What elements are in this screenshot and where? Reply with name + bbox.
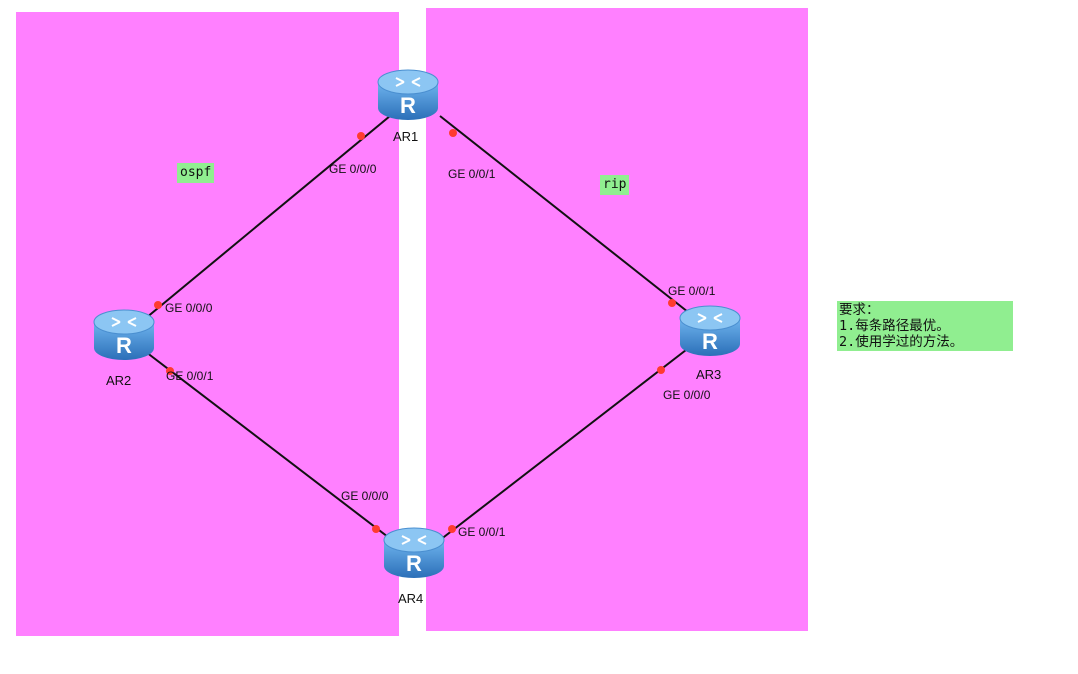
- port-dot-ar4-ge001: [448, 525, 456, 533]
- svg-text:R: R: [400, 93, 416, 118]
- link-ar2-ar4: [145, 351, 393, 541]
- port-dot-ar3-ge001: [668, 299, 676, 307]
- link-ar1-ar3: [439, 115, 689, 313]
- if-label-ar2-ge001: GE 0/0/1: [166, 369, 214, 383]
- port-dot-ar4-ge000: [372, 525, 380, 533]
- requirements-title: 要求：: [839, 302, 880, 318]
- if-label-ar3-ge000: GE 0/0/0: [663, 388, 711, 402]
- requirements-item: 2.使用学过的方法。: [839, 334, 964, 350]
- port-dot-ar3-ge000: [657, 366, 665, 374]
- if-label-ar4-ge001: GE 0/0/1: [458, 525, 506, 539]
- router-ar4-label: AR4: [398, 591, 424, 606]
- router-ar1-label: AR1: [393, 129, 419, 144]
- rip-zone: [426, 8, 808, 631]
- ospf-zone: [16, 12, 399, 636]
- router-ar4-icon[interactable]: R: [382, 524, 446, 582]
- port-dot-ar1-ge000: [357, 132, 365, 140]
- link-ar1-ar2: [145, 115, 391, 319]
- svg-text:R: R: [406, 551, 422, 576]
- if-label-ar1-ge001: GE 0/0/1: [448, 167, 496, 181]
- if-label-ar2-ge000: GE 0/0/0: [165, 301, 213, 315]
- if-label-ar4-ge000: GE 0/0/0: [341, 489, 389, 503]
- router-ar3-icon[interactable]: R: [678, 302, 742, 360]
- ospf-tag: ospf: [177, 163, 215, 183]
- port-dot-ar2-ge001: [166, 367, 174, 375]
- if-label-ar1-ge000: GE 0/0/0: [329, 162, 377, 176]
- rip-tag: rip: [600, 175, 630, 195]
- router-ar2-icon[interactable]: R: [92, 306, 156, 364]
- requirements-note: 要求： 1.每条路径最优。 2.使用学过的方法。: [837, 301, 1013, 351]
- if-label-ar3-ge001: GE 0/0/1: [668, 284, 716, 298]
- router-ar1-icon[interactable]: R: [376, 66, 440, 124]
- link-ar3-ar4: [439, 349, 687, 541]
- svg-text:R: R: [702, 329, 718, 354]
- requirements-item: 1.每条路径最优。: [839, 318, 950, 334]
- svg-text:R: R: [116, 333, 132, 358]
- port-dot-ar1-ge001: [449, 129, 457, 137]
- port-dot-ar2-ge000: [154, 301, 162, 309]
- router-ar2-label: AR2: [106, 373, 132, 388]
- router-ar3-label: AR3: [696, 367, 722, 382]
